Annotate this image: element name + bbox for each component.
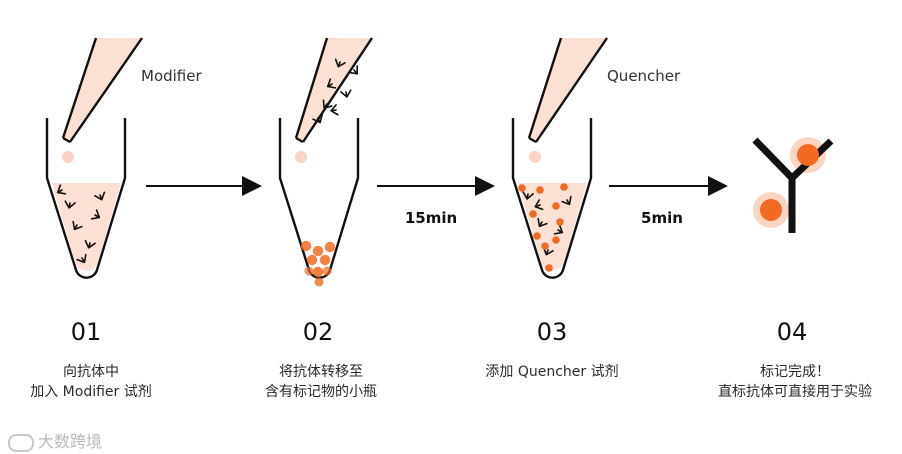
timer-15min: 15min bbox=[404, 209, 458, 227]
step4-caption: 标记完成！ 直标抗体可直接用于实验 bbox=[690, 362, 900, 402]
step1-tube bbox=[45, 118, 127, 279]
step3-caption: 添加 Quencher 试剂 bbox=[462, 362, 642, 382]
step1-droplet bbox=[62, 151, 74, 163]
step2-pipette-icon bbox=[294, 37, 373, 163]
step1-caption: 向抗体中 加入 Modifier 试剂 bbox=[6, 362, 176, 402]
step1-vial-outline bbox=[45, 118, 127, 279]
step4-number: 04 bbox=[776, 318, 808, 346]
step2-caption-line1: 将抗体转移至 bbox=[279, 364, 363, 380]
step1-reagent-label: Modifier bbox=[141, 67, 202, 85]
step2-caption: 将抗体转移至 含有标记物的小瓶 bbox=[236, 362, 406, 402]
step2-tube bbox=[278, 118, 360, 287]
step2-label-dots bbox=[300, 240, 336, 287]
step3-caption-line1: 添加 Quencher 试剂 bbox=[485, 364, 619, 380]
fluorophore-icon bbox=[760, 199, 782, 221]
watermark-logo-icon bbox=[8, 433, 34, 452]
step3-reagent-label: Quencher bbox=[607, 67, 681, 85]
timer-5min: 5min bbox=[641, 209, 683, 227]
step1-pipette-icon bbox=[61, 37, 143, 163]
step4-caption-line1: 标记完成！ bbox=[760, 364, 830, 380]
labeled-antibody-icon bbox=[752, 137, 834, 233]
step4-caption-line2: 直标抗体可直接用于实验 bbox=[718, 384, 872, 400]
step3-tube bbox=[511, 118, 593, 279]
step3-label-dots bbox=[518, 183, 568, 272]
step1-number: 01 bbox=[70, 318, 102, 346]
watermark-text: 大数跨境 bbox=[38, 432, 103, 451]
step2-droplet bbox=[295, 151, 307, 163]
step3-droplet bbox=[529, 151, 541, 163]
step2-number: 02 bbox=[302, 318, 334, 346]
fluorophore-icon-2 bbox=[797, 144, 819, 166]
step1-caption-line1: 向抗体中 bbox=[63, 364, 119, 380]
step3-number: 03 bbox=[536, 318, 568, 346]
step3-vial-outline bbox=[511, 118, 593, 279]
watermark: 大数跨境 bbox=[8, 428, 102, 452]
step3-pipette-icon bbox=[527, 37, 608, 163]
step2-caption-line2: 含有标记物的小瓶 bbox=[265, 384, 377, 400]
step1-caption-line2: 加入 Modifier 试剂 bbox=[30, 384, 152, 400]
